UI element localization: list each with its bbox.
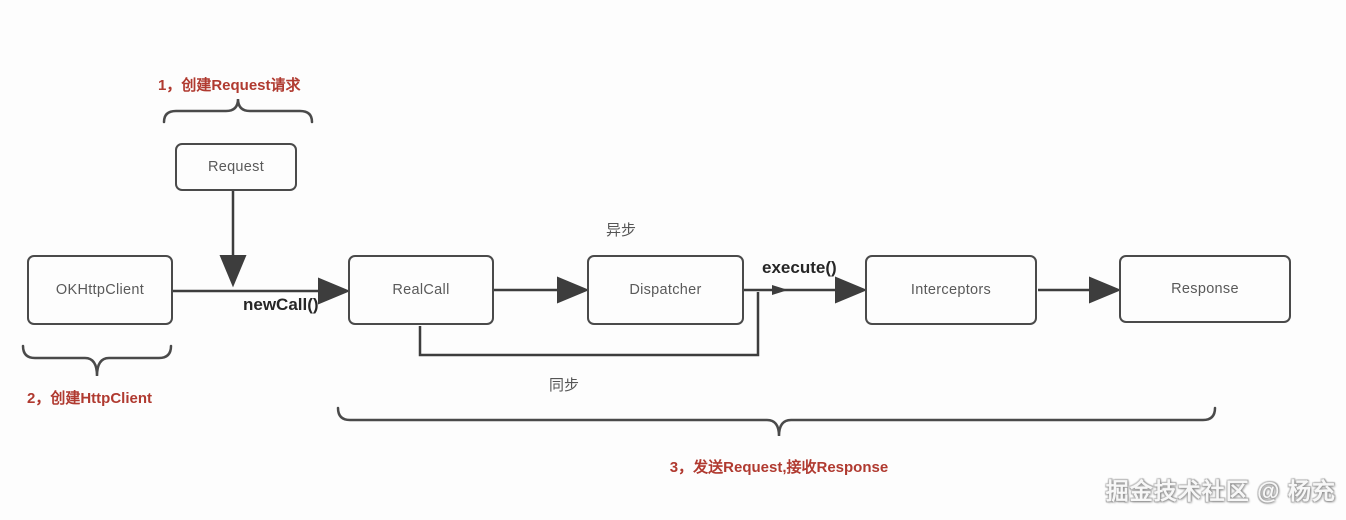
brace-step2 bbox=[21, 344, 173, 377]
edge-label-execute: execute() bbox=[762, 258, 837, 277]
node-interceptors-label: Interceptors bbox=[910, 282, 992, 298]
watermark: 掘金技术社区 @ 杨充 bbox=[1105, 478, 1336, 504]
node-okhttpclient-label: OKHttpClient bbox=[55, 282, 145, 298]
annotation-step1: 1，创建Request请求 bbox=[158, 77, 301, 94]
edge-label-sync: 同步 bbox=[549, 377, 580, 394]
node-request-label: Request bbox=[207, 159, 265, 175]
brace-step3 bbox=[336, 406, 1217, 437]
brace-step1 bbox=[162, 98, 314, 124]
node-realcall: RealCall bbox=[348, 255, 494, 325]
node-response-label: Response bbox=[1171, 281, 1239, 297]
edge-label-newcall: newCall() bbox=[243, 295, 319, 314]
edge-label-async: 异步 bbox=[606, 222, 637, 239]
node-realcall-label: RealCall bbox=[392, 282, 450, 298]
annotation-step3: 3，发送Request,接收Response bbox=[669, 459, 889, 476]
node-dispatcher: Dispatcher bbox=[587, 255, 744, 325]
node-okhttpclient: OKHttpClient bbox=[27, 255, 173, 325]
node-request: Request bbox=[175, 143, 297, 191]
node-interceptors: Interceptors bbox=[865, 255, 1037, 325]
annotation-step2: 2，创建HttpClient bbox=[27, 390, 152, 407]
node-response: Response bbox=[1119, 255, 1291, 323]
edge-sync-bypass bbox=[418, 292, 760, 357]
mid-arrowhead bbox=[772, 285, 788, 295]
node-dispatcher-label: Dispatcher bbox=[629, 282, 702, 298]
